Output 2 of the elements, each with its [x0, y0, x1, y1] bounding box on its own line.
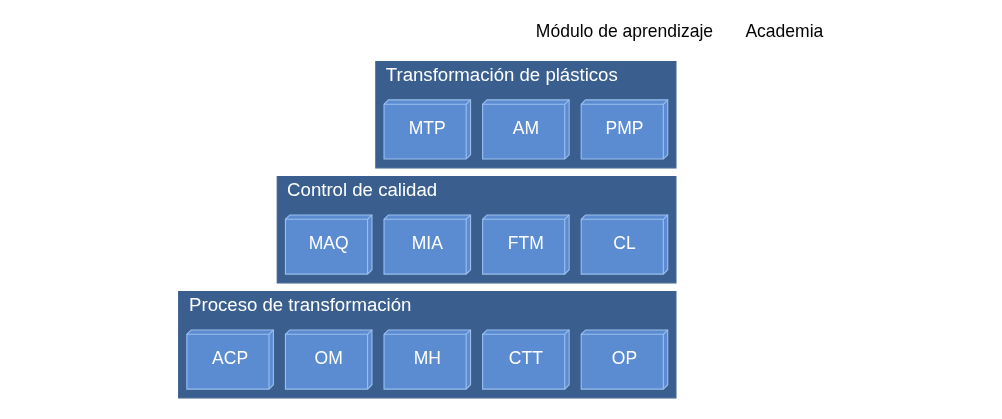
label: Academia [744, 20, 823, 41]
label: Módulo de aprendizaje [535, 20, 713, 41]
